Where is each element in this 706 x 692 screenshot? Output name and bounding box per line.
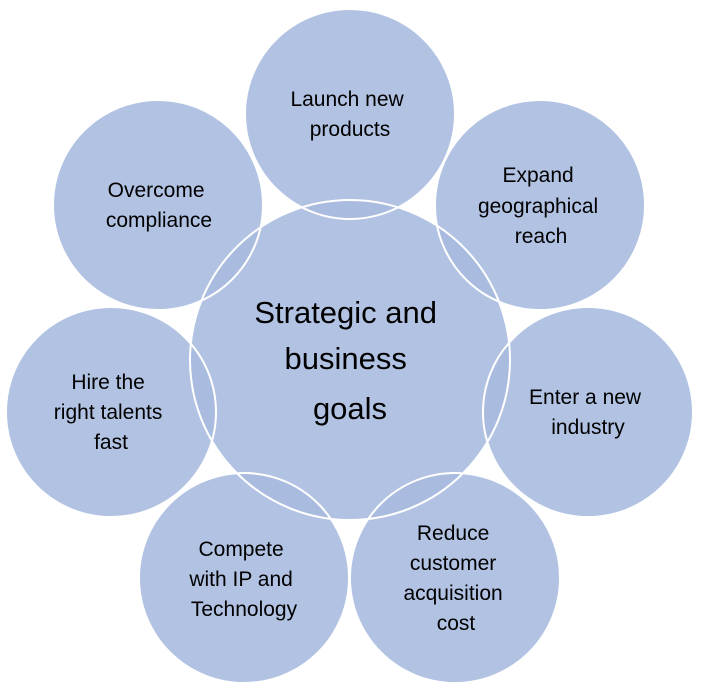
outline-industry: [482, 306, 694, 518]
center-label: Strategic and business goals: [254, 295, 445, 426]
goal-circle-expand: [435, 100, 645, 310]
goal-node-launch: Launch new products: [245, 9, 455, 219]
goal-label-line: Overcome: [108, 179, 205, 202]
goal-node-industry: Enter a new industry: [483, 307, 693, 517]
center-label-line-3: goals: [313, 391, 387, 426]
outline-compete: [138, 472, 350, 684]
goal-label-line: fast: [94, 431, 128, 454]
goal-label-line: Compete: [198, 538, 283, 561]
goal-label-launch: Launch new products: [290, 88, 409, 141]
goal-label-expand: Expand geographical reach: [478, 164, 604, 248]
goal-label-compliance: Overcome compliance: [106, 179, 212, 232]
goal-circle-compliance: [53, 100, 263, 310]
goal-label-line: geographical: [478, 195, 598, 218]
outline-launch: [244, 8, 456, 220]
goal-label-industry: Enter a new industry: [529, 386, 647, 439]
outline-hire: [5, 306, 217, 518]
goal-circle-compete: [139, 473, 349, 683]
goal-label-line: acquisition: [403, 582, 502, 605]
outline-layer: [5, 8, 694, 684]
goal-node-compete: Compete with IP and Technology: [139, 473, 349, 683]
outline-compliance: [52, 99, 264, 311]
goal-node-hire: Hire the right talents fast: [6, 307, 216, 517]
goal-label-line: with IP and: [188, 568, 293, 591]
center-label-line-1: Strategic and: [254, 295, 437, 330]
outline-center: [189, 199, 511, 521]
goal-label-line: industry: [551, 416, 625, 439]
outline-expand: [434, 99, 646, 311]
goal-label-line: Expand: [502, 164, 573, 187]
goal-node-compliance: Overcome compliance: [53, 100, 263, 310]
goal-label-line: Enter a new: [529, 386, 642, 409]
goal-label-line: compliance: [106, 209, 212, 232]
goal-circle-industry: [483, 307, 693, 517]
goal-label-compete: Compete with IP and Technology: [188, 538, 298, 621]
goal-label-hire: Hire the right talents fast: [54, 371, 168, 454]
center-label-line-2: business: [285, 341, 407, 376]
goal-label-line: Launch new: [290, 88, 404, 111]
goal-label-line: Reduce: [417, 522, 489, 545]
center-node: Strategic and business goals: [190, 200, 510, 520]
goal-node-expand: Expand geographical reach: [435, 100, 645, 310]
goal-node-reduce: Reduce customer acquisition cost: [350, 473, 560, 683]
goal-label-line: cost: [437, 612, 476, 635]
goal-label-line: Hire the: [71, 371, 145, 394]
goal-label-line: Technology: [191, 598, 298, 621]
goal-circle-hire: [6, 307, 216, 517]
goal-label-line: products: [310, 118, 391, 141]
goal-circle-reduce: [350, 473, 560, 683]
goal-circle-launch: [245, 9, 455, 219]
goal-label-reduce: Reduce customer acquisition cost: [403, 522, 508, 635]
goal-label-line: right talents: [54, 401, 163, 424]
goal-label-line: customer: [410, 552, 496, 575]
center-circle: [190, 200, 510, 520]
goal-label-line: reach: [515, 225, 568, 248]
